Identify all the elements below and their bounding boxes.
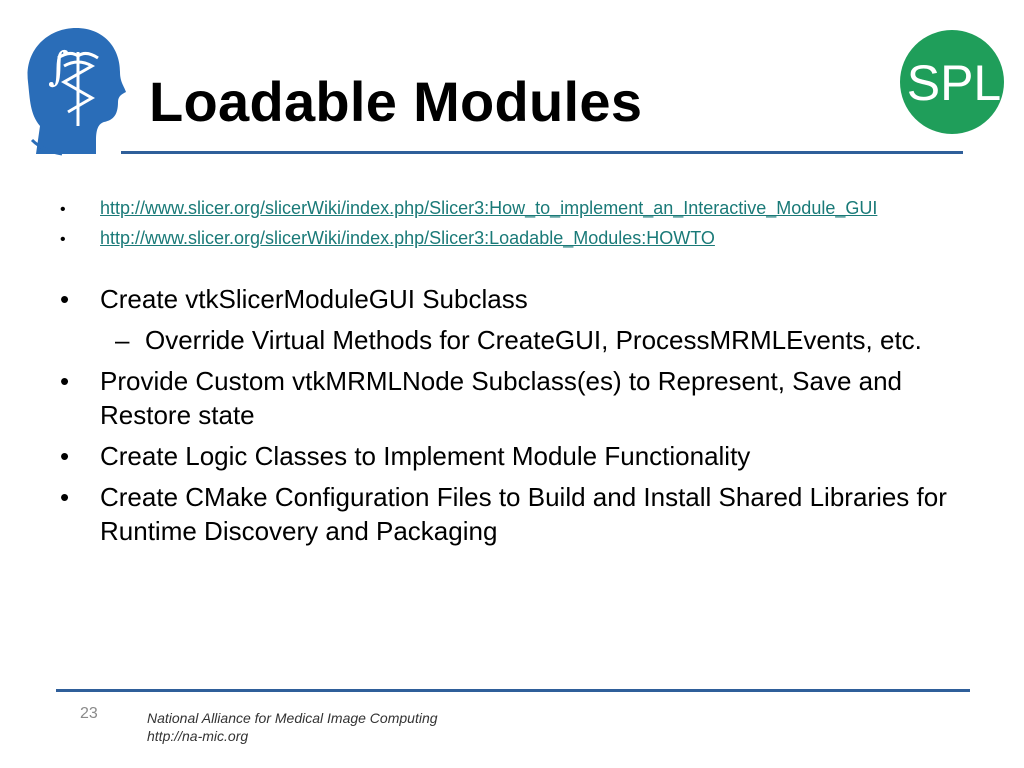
bullet-text: Create Logic Classes to Implement Module… xyxy=(100,441,751,471)
sub-bullet-text: Override Virtual Methods for CreateGUI, … xyxy=(145,325,922,355)
sub-bullet-item: – Override Virtual Methods for CreateGUI… xyxy=(115,323,960,357)
bullet-dot: • xyxy=(60,441,70,471)
slide-title: Loadable Modules xyxy=(149,70,643,133)
bullet-dot: • xyxy=(60,284,70,314)
bullet-item: • Create Logic Classes to Implement Modu… xyxy=(60,439,960,473)
bullet-list: • Create vtkSlicerModuleGUI Subclass – O… xyxy=(60,282,960,555)
bullet-item: • Create CMake Configuration Files to Bu… xyxy=(60,480,960,548)
footer-divider xyxy=(56,689,970,692)
page-number: 23 xyxy=(80,705,98,722)
link-item: • http://www.slicer.org/slicerWiki/index… xyxy=(60,224,877,254)
how-to-implement-gui-link[interactable]: http://www.slicer.org/slicerWiki/index.p… xyxy=(100,198,878,218)
bullet-text: Create CMake Configuration Files to Buil… xyxy=(100,482,947,546)
spl-logo-icon: SPL xyxy=(900,30,1004,134)
link-item: • http://www.slicer.org/slicerWiki/index… xyxy=(60,194,877,224)
footer-text: National Alliance for Medical Image Comp… xyxy=(147,709,438,745)
bullet-dot: • xyxy=(60,482,70,512)
bullet-dot: • xyxy=(60,201,66,218)
bullet-dot: • xyxy=(60,231,66,248)
reference-links: • http://www.slicer.org/slicerWiki/index… xyxy=(60,194,877,254)
bullet-item: • Create vtkSlicerModuleGUI Subclass xyxy=(60,282,960,316)
loadable-modules-howto-link[interactable]: http://www.slicer.org/slicerWiki/index.p… xyxy=(100,228,715,248)
bullet-item: • Provide Custom vtkMRMLNode Subclass(es… xyxy=(60,364,960,432)
slicer-head-logo-icon: ∫ xyxy=(27,28,126,156)
bullet-text: Provide Custom vtkMRMLNode Subclass(es) … xyxy=(100,366,903,430)
bullet-dash: – xyxy=(115,325,130,355)
bullet-text: Create vtkSlicerModuleGUI Subclass xyxy=(100,284,528,314)
footer-org: National Alliance for Medical Image Comp… xyxy=(147,710,438,726)
footer-url: http://na-mic.org xyxy=(147,728,249,744)
bullet-dot: • xyxy=(60,366,70,396)
title-divider xyxy=(121,151,963,154)
spl-logo-text: SPL xyxy=(907,55,1002,111)
